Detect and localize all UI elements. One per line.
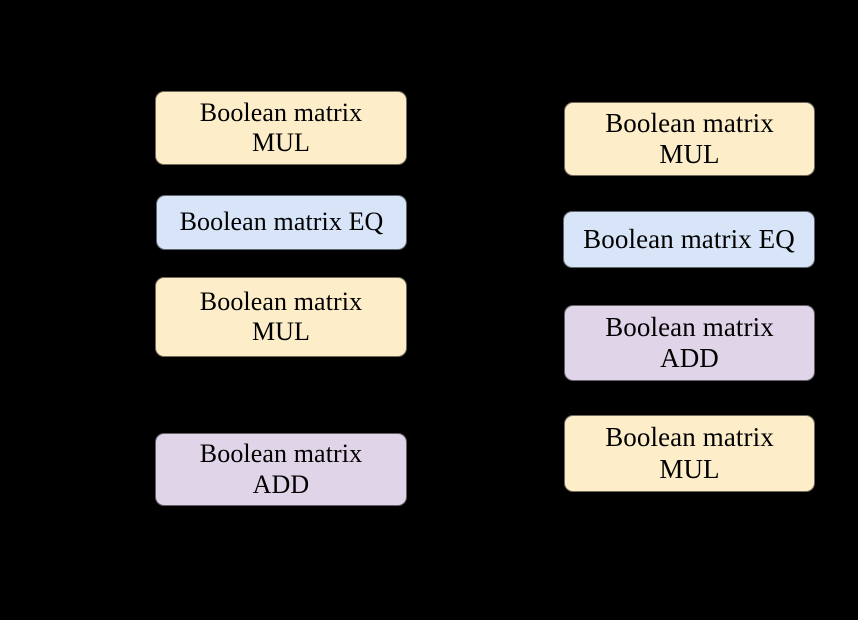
node-label: Boolean matrix ADD	[605, 311, 774, 373]
node-label: Boolean matrix MUL	[199, 97, 363, 157]
node-label: Boolean matrix MUL	[199, 286, 363, 346]
node-label: Boolean matrix MUL	[605, 107, 774, 169]
node-eq[interactable]: Boolean matrix EQ	[156, 195, 407, 250]
node-label: Boolean matrix EQ	[583, 223, 795, 254]
node-label: Boolean matrix ADD	[199, 439, 363, 499]
node-label: Boolean matrix EQ	[179, 207, 384, 237]
node-mul[interactable]: Boolean matrix MUL	[155, 91, 407, 165]
node-mul[interactable]: Boolean matrix MUL	[155, 277, 407, 357]
node-add[interactable]: Boolean matrix ADD	[564, 305, 815, 381]
node-mul[interactable]: Boolean matrix MUL	[564, 102, 815, 176]
node-add[interactable]: Boolean matrix ADD	[155, 433, 407, 506]
node-mul[interactable]: Boolean matrix MUL	[564, 415, 815, 492]
node-eq[interactable]: Boolean matrix EQ	[563, 211, 815, 268]
node-label: Boolean matrix MUL	[605, 422, 774, 484]
